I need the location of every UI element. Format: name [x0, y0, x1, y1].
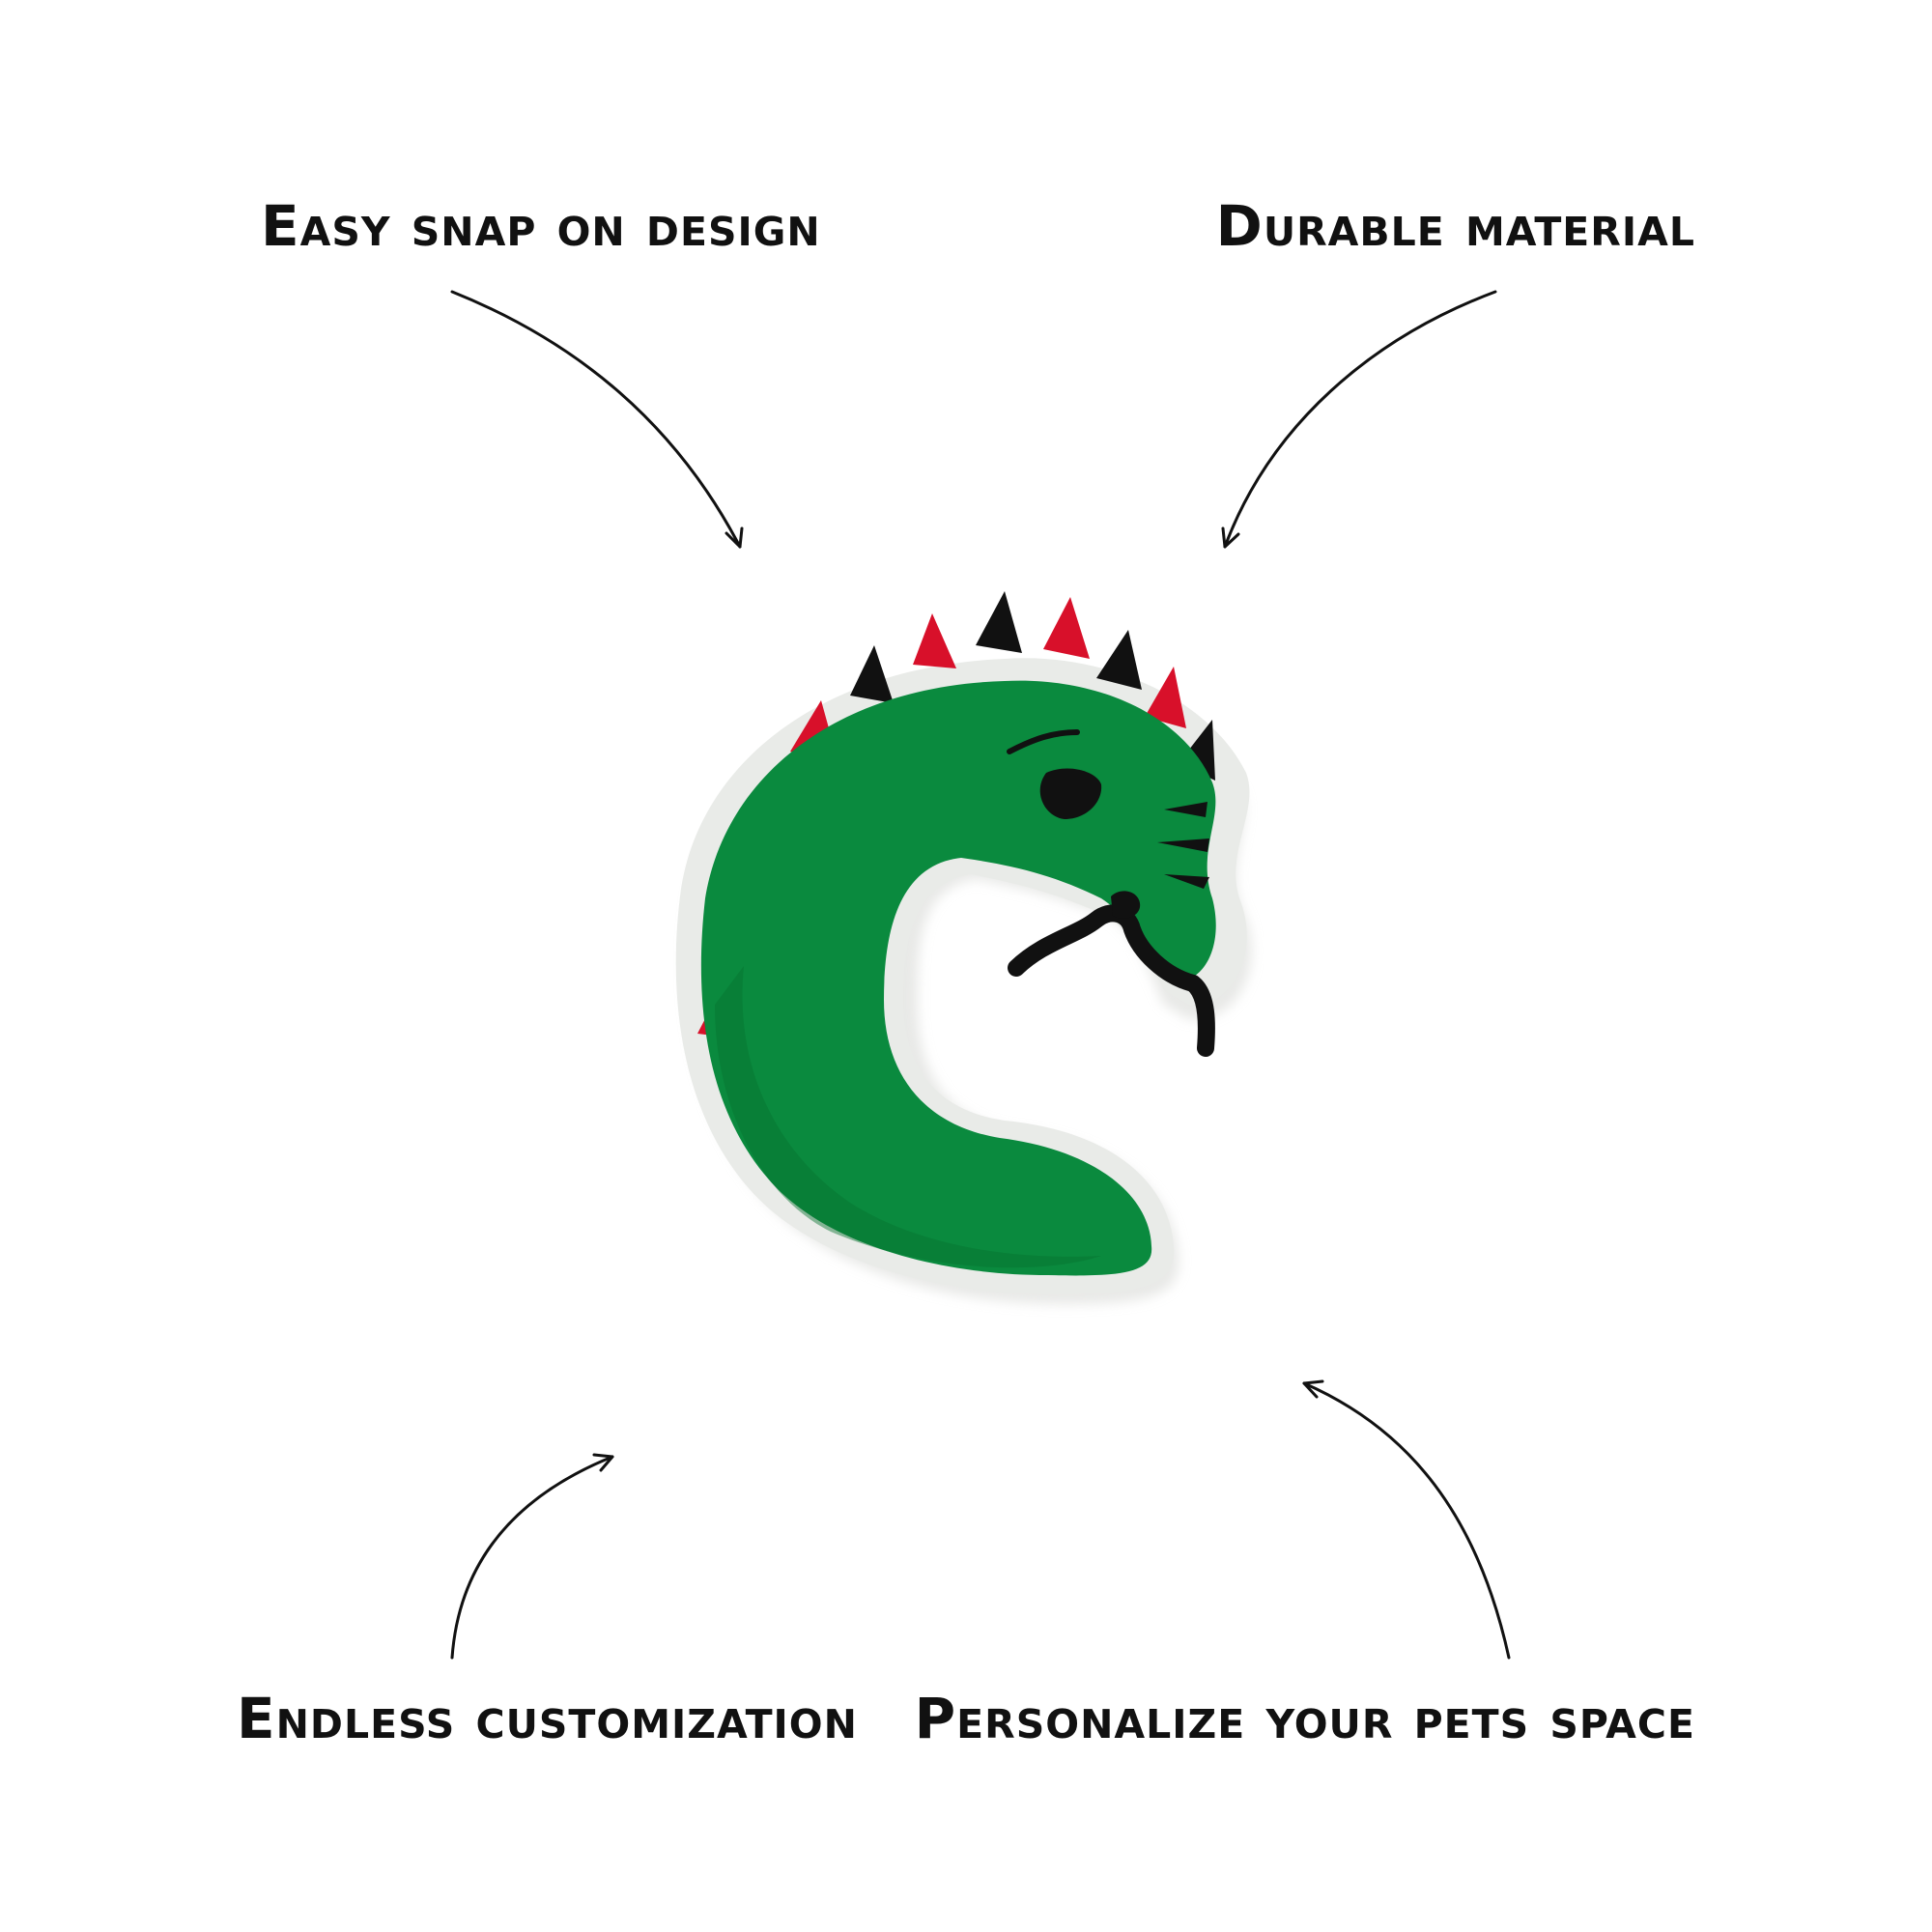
dragon-eye-icon — [1039, 768, 1102, 819]
feature-label-personalize: Personalize your pets space — [914, 1686, 1695, 1751]
feature-label-easy-snap: Easy snap on design — [261, 193, 821, 259]
dragon-nostril — [1111, 891, 1141, 919]
arrow-top-left-icon — [450, 290, 744, 549]
dragon-eyebrow — [1007, 729, 1080, 754]
arrow-bottom-left-icon — [450, 1453, 614, 1660]
dragon-stripes — [1157, 802, 1209, 889]
dragon-body — [700, 680, 1216, 1276]
arrow-top-right-icon — [1221, 290, 1497, 549]
dragon-mustache — [1008, 904, 1215, 1057]
arrow-bottom-right-icon — [1302, 1379, 1511, 1660]
dragon-body-shade — [715, 966, 1101, 1268]
feature-label-customization: Endless customization — [237, 1686, 858, 1751]
feature-label-durable: Durable material — [1215, 193, 1695, 259]
